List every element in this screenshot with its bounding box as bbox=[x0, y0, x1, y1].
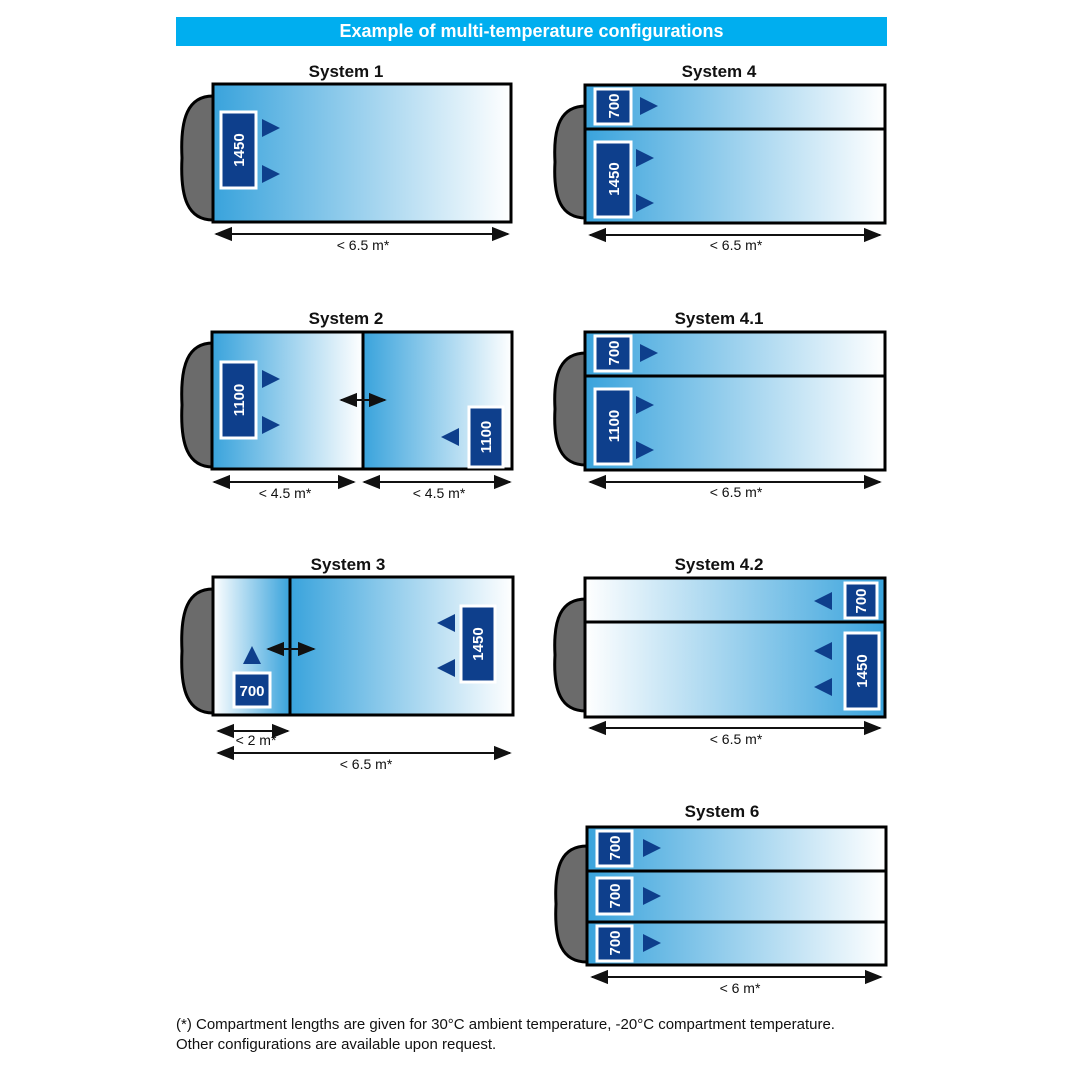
cooling-unit: 1450 bbox=[219, 110, 258, 190]
compartment bbox=[583, 620, 887, 719]
system-2: System 2 1100 1100 < 4.5 m* < 4.5 m* bbox=[180, 309, 514, 501]
unit-label: 700 bbox=[853, 588, 870, 613]
unit-label: 700 bbox=[607, 835, 624, 860]
dimension-label: < 6.5 m* bbox=[710, 731, 763, 747]
page-title: Example of multi-temperature configurati… bbox=[339, 21, 724, 41]
system-4: System 4 700 1450 < 6.5 m* bbox=[553, 62, 887, 253]
cooling-unit: 700 bbox=[232, 671, 272, 709]
cooling-unit: 1100 bbox=[593, 387, 633, 466]
unit-label: 1450 bbox=[470, 627, 487, 660]
unit-label: 1450 bbox=[606, 162, 623, 195]
airflow-arrow-icon bbox=[814, 678, 832, 696]
footnote-line: (*) Compartment lengths are given for 30… bbox=[176, 1016, 835, 1033]
dimension-label: < 2 m* bbox=[236, 732, 277, 748]
cooling-unit: 1450 bbox=[459, 604, 497, 684]
footnote-line: Other configurations are available upon … bbox=[176, 1036, 497, 1053]
cooling-unit: 1100 bbox=[219, 360, 258, 440]
airflow-arrow-icon bbox=[437, 614, 455, 632]
system-6-title: System 6 bbox=[685, 802, 760, 821]
system-2-title: System 2 bbox=[309, 309, 384, 328]
cooling-unit: 1100 bbox=[467, 405, 505, 469]
unit-label: 1100 bbox=[478, 421, 495, 454]
dimension-label: < 4.5 m* bbox=[259, 485, 312, 501]
airflow-arrow-icon bbox=[643, 839, 661, 857]
cab-icon bbox=[553, 104, 588, 220]
unit-label: 700 bbox=[607, 930, 624, 955]
unit-label: 700 bbox=[606, 93, 623, 118]
system-4-1-title: System 4.1 bbox=[675, 309, 764, 328]
cab-icon bbox=[180, 341, 215, 469]
cab-icon bbox=[180, 94, 215, 222]
airflow-arrow-icon bbox=[640, 344, 658, 362]
system-1: System 1 1450 < 6.5 m* bbox=[180, 62, 513, 253]
system-6: System 6 700 700 700 < 6 m* bbox=[554, 802, 888, 996]
airflow-arrow-icon bbox=[243, 646, 261, 664]
dimension-label: < 6.5 m* bbox=[710, 237, 763, 253]
dimension-label: < 6 m* bbox=[720, 980, 761, 996]
configurations-diagram: System 1 1450 < 6.5 m* System 2 1100 110… bbox=[180, 62, 888, 996]
unit-label: 700 bbox=[606, 340, 623, 365]
airflow-arrow-icon bbox=[441, 428, 459, 446]
footnote: (*) Compartment lengths are given for 30… bbox=[176, 1015, 835, 1055]
system-3: System 3 700 1450 < 2 m* < 6.5 m* bbox=[180, 555, 515, 772]
compartment bbox=[583, 576, 887, 624]
airflow-arrow-icon bbox=[636, 441, 654, 459]
cooling-unit: 700 bbox=[843, 581, 879, 620]
dimension-label: < 6.5 m* bbox=[710, 484, 763, 500]
airflow-arrow-icon bbox=[640, 97, 658, 115]
airflow-arrow-icon bbox=[636, 194, 654, 212]
compartment bbox=[583, 127, 887, 225]
airflow-arrow-icon bbox=[437, 659, 455, 677]
airflow-arrow-icon bbox=[636, 149, 654, 167]
unit-label: 1100 bbox=[231, 384, 248, 417]
unit-label: 1450 bbox=[854, 654, 871, 687]
airflow-arrow-icon bbox=[643, 934, 661, 952]
unit-label: 700 bbox=[607, 883, 624, 908]
cooling-unit: 700 bbox=[593, 334, 633, 373]
unit-label: 1450 bbox=[231, 133, 248, 166]
airflow-arrow-icon bbox=[814, 592, 832, 610]
unit-label: 700 bbox=[239, 683, 264, 700]
dimension-label: < 4.5 m* bbox=[413, 485, 466, 501]
compartment bbox=[211, 82, 513, 224]
unit-label: 1100 bbox=[606, 410, 623, 443]
system-1-title: System 1 bbox=[309, 62, 384, 81]
cooling-unit: 700 bbox=[595, 829, 634, 868]
system-4-title: System 4 bbox=[682, 62, 757, 81]
cab-icon bbox=[553, 351, 588, 467]
system-4-2-title: System 4.2 bbox=[675, 555, 764, 574]
airflow-arrow-icon bbox=[262, 370, 280, 388]
cooling-unit: 700 bbox=[593, 87, 633, 126]
cooling-unit: 1450 bbox=[593, 140, 633, 219]
system-3-title: System 3 bbox=[311, 555, 386, 574]
dimension-label: < 6.5 m* bbox=[337, 237, 390, 253]
compartment bbox=[585, 825, 888, 873]
cab-icon bbox=[180, 587, 215, 715]
cab-icon bbox=[553, 597, 588, 713]
header-banner: Example of multi-temperature configurati… bbox=[176, 17, 887, 46]
dimension-label: < 6.5 m* bbox=[340, 756, 393, 772]
compartment bbox=[583, 83, 887, 131]
compartment bbox=[585, 920, 888, 967]
cooling-unit: 1450 bbox=[843, 631, 881, 711]
airflow-arrow-icon bbox=[643, 887, 661, 905]
cab-icon bbox=[554, 844, 589, 964]
airflow-arrow-icon bbox=[262, 119, 280, 137]
cooling-unit: 700 bbox=[595, 924, 634, 963]
airflow-arrow-icon bbox=[262, 416, 280, 434]
cooling-unit: 700 bbox=[595, 876, 634, 916]
airflow-arrow-icon bbox=[636, 396, 654, 414]
airflow-arrow-icon bbox=[814, 642, 832, 660]
system-4-2: System 4.2 700 1450 < 6.5 m* bbox=[553, 555, 887, 747]
compartment bbox=[583, 374, 887, 472]
airflow-arrow-icon bbox=[262, 165, 280, 183]
system-4-1: System 4.1 700 1100 < 6.5 m* bbox=[553, 309, 887, 500]
